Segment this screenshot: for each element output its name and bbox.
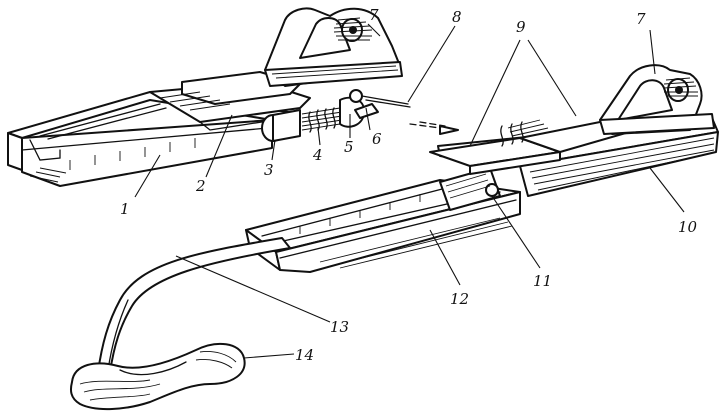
leader-14	[243, 353, 295, 359]
callout-9: 9	[516, 18, 526, 36]
callout-4: 4	[312, 146, 323, 164]
leader-10	[649, 167, 685, 213]
callout-7-right: 7	[636, 10, 646, 28]
callout-2: 2	[195, 177, 206, 195]
callout-6: 6	[372, 130, 382, 148]
callout-14: 14	[295, 346, 314, 364]
leader-6	[365, 107, 371, 131]
left-pin-rod	[361, 95, 459, 135]
leader-12	[429, 229, 461, 286]
left-lock-mechanism	[261, 89, 379, 142]
left-slide-assembly	[7, 7, 459, 187]
left-seat-bracket	[264, 7, 403, 87]
leader-3	[271, 139, 276, 161]
leader-lines	[134, 23, 685, 359]
callout-3: 3	[264, 161, 274, 179]
right-slide-assembly	[245, 64, 719, 273]
callout-11: 11	[533, 272, 552, 290]
leader-7b	[649, 29, 656, 75]
leader-9b	[527, 39, 577, 117]
callout-5: 5	[344, 138, 354, 156]
leader-2	[205, 114, 233, 178]
leader-9a	[469, 39, 521, 147]
handle-grip	[70, 342, 246, 411]
leader-13	[175, 255, 331, 323]
leader-4	[317, 127, 321, 146]
callout-13: 13	[330, 318, 349, 336]
callout-1: 1	[120, 200, 130, 218]
leader-8	[407, 25, 456, 103]
leader-1	[134, 154, 161, 198]
callout-8: 8	[452, 8, 462, 26]
callout-12: 12	[450, 290, 469, 308]
callout-7-left: 7	[369, 6, 379, 24]
leader-7a	[367, 23, 381, 37]
callout-labels: 1 2 3 4 5 6 7 7 8 9 10 11 12 13 14	[120, 6, 698, 364]
callout-10: 10	[678, 218, 698, 236]
right-seat-bracket	[599, 64, 715, 135]
leader-11	[491, 195, 541, 269]
